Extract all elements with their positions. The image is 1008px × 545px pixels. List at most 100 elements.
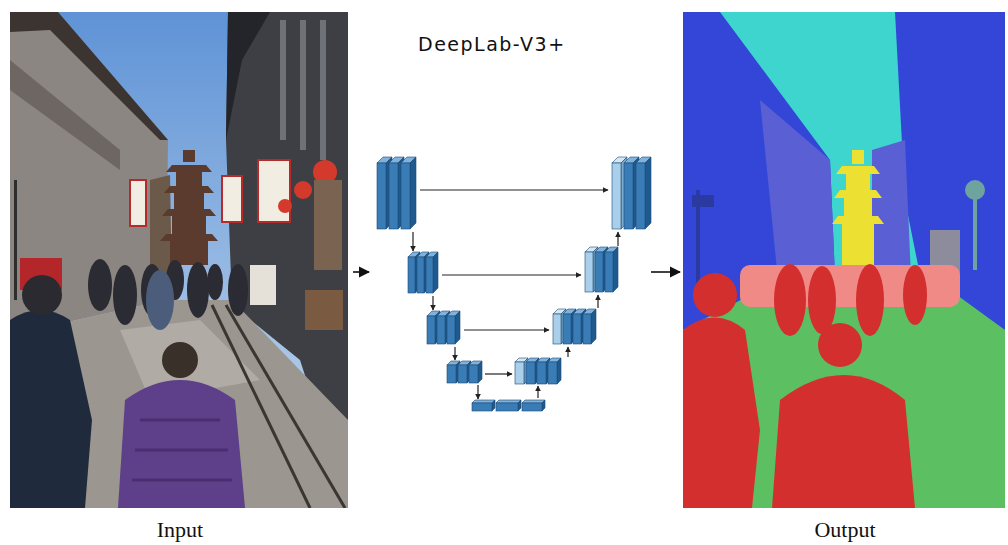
layer-block [458,365,467,383]
street-photo-part [146,270,174,330]
layer-block [553,314,561,344]
street-photo-part-part [113,265,137,325]
street-photo-part [132,420,232,480]
layer-block [583,314,591,344]
segmentation-map-part-part [834,190,882,198]
segmentation-map-part-part [818,323,862,367]
segmentation-map-part-part [836,166,880,174]
street-photo-part [280,20,286,140]
segmentation-map-part-part [846,174,870,190]
street-photo-part-part [162,209,216,216]
layer-block [585,252,593,292]
street-photo-part [305,290,343,330]
street-photo-part [10,310,92,508]
street-photo-part [10,12,168,335]
layer-block [624,163,633,229]
layer-block [537,362,546,384]
street-photo [10,12,348,508]
layer-top [522,400,545,403]
street-photo-part [22,275,62,315]
street-photo-part-part [172,216,206,234]
layer-block [377,163,386,229]
layer-block [447,365,456,383]
street-photo-part [250,265,276,305]
layer-side [591,309,596,344]
segmentation-map-part [740,265,960,307]
skip-arrow [432,296,433,310]
street-photo-part [226,305,345,508]
segmentation-map-part-part [903,265,927,325]
layer-side [557,358,561,384]
skip-arrow [567,347,568,357]
output-panel: Output [683,12,1007,544]
segmentation-map-part [683,264,927,508]
layer-side [410,157,416,229]
segmentation-map-part [832,150,884,270]
layer-block [472,403,492,411]
street-photo-part [10,12,168,140]
segmentation-map-part [683,290,1005,508]
layer-block [389,163,398,229]
layer-block [526,362,535,384]
layer-side [518,400,521,411]
layer-side [478,361,482,383]
segmentation-map-part-part [852,150,864,164]
layer-side [492,400,495,411]
street-photo-part [278,199,292,213]
street-photo-part [320,20,326,160]
street-photo-part-part [160,234,218,241]
network-title: DeepLab-V3+ [418,32,566,56]
street-photo-part [314,180,342,270]
layer-block [515,362,524,384]
layer-side [613,247,618,292]
segmentation-map-part-part [683,318,760,509]
street-photo-part-part [88,259,112,311]
input-panel: Input [10,12,350,544]
street-photo-part [226,12,270,140]
skip-arrow [485,373,512,374]
layer-block [612,163,621,229]
layer-block [427,316,435,344]
skip-arrow [420,189,608,190]
street-photo-part [10,12,348,508]
street-photo-part-part [228,264,248,316]
segmentation-map-part [973,190,977,270]
street-photo-part-part [207,264,223,300]
layer-block [548,362,557,384]
segmentation-map-part-part [856,264,884,336]
street-photo-part [10,300,348,508]
street-photo-part-part [164,186,214,193]
street-photo-part [160,150,218,265]
segmentation-map-part-part [808,266,836,334]
street-photo-part [294,181,312,199]
street-photo-part [130,180,146,226]
segmentation-map-part-part [832,216,884,224]
segmentation-map-part [692,195,714,207]
street-photo-part-part [183,150,195,162]
street-photo-part [10,60,120,170]
segmentation-map-part [683,12,1005,508]
layer-side [455,311,460,344]
skip-arrow [442,274,581,275]
layer-top [472,400,495,403]
segmentation-map-part-part [774,264,806,336]
layer-side [433,252,438,293]
layer-block [437,316,445,344]
skip-arrow [464,329,549,330]
layer-block [522,403,542,411]
network-figure [377,157,651,411]
street-photo-part-part [174,193,204,209]
layer-block [447,316,455,344]
network-panel: DeepLab-V3+ [372,28,648,428]
flow-arrow [651,271,680,273]
street-photo-part-part [187,262,209,318]
layer-block [408,257,415,293]
layer-block [469,365,478,383]
skip-arrow [477,385,478,399]
layer-block [417,257,424,293]
layer-block [605,252,613,292]
segmentation-map-part-part [842,224,874,270]
street-photo-part [222,176,242,222]
